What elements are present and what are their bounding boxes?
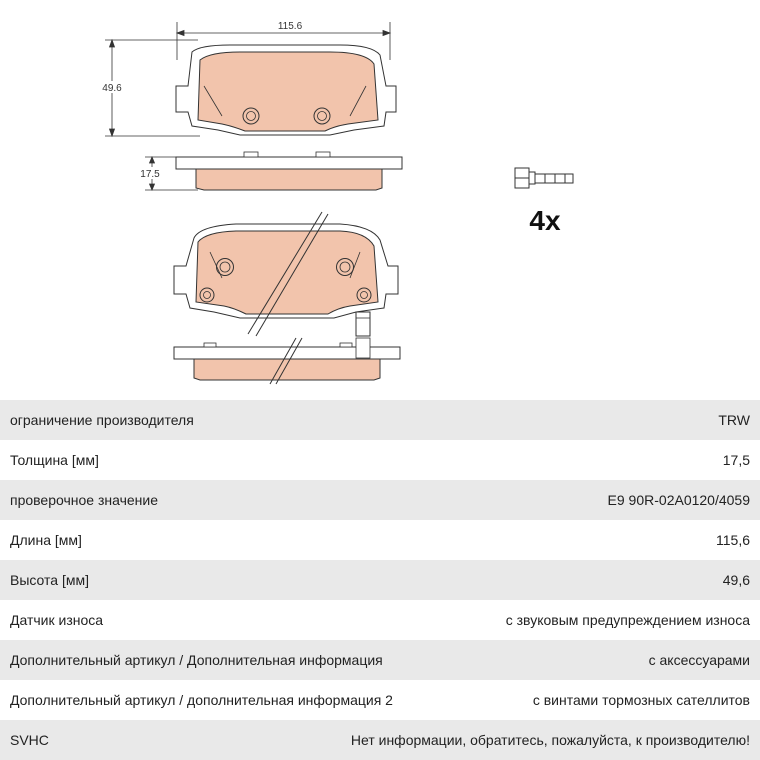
spec-value: с аксессуарами — [648, 652, 750, 668]
spec-value: Нет информации, обратитесь, пожалуйста, … — [350, 732, 750, 748]
spec-label: ограничение производителя — [10, 412, 194, 428]
brake-pad-top-view — [175, 44, 397, 136]
spec-label: Дополнительный артикул / дополнительная … — [10, 692, 393, 708]
spec-value: 115,6 — [716, 532, 750, 548]
dim-height-label: 49.6 — [102, 83, 122, 94]
spec-row-thickness: Толщина [мм] 17,5 — [0, 440, 760, 480]
spec-value: E9 90R-02A0120/4059 — [607, 492, 750, 508]
spec-value: 49,6 — [722, 572, 750, 588]
width-dimension — [175, 22, 392, 60]
dim-thickness-label: 17.5 — [140, 169, 160, 180]
bolt-icon — [514, 167, 574, 189]
spec-row-height: Высота [мм] 49,6 — [0, 560, 760, 600]
spec-value: с винтами тормозных сателлитов — [532, 692, 750, 708]
spec-value: TRW — [718, 412, 750, 428]
technical-drawing: 115.6 49.6 — [102, 21, 574, 385]
brake-pad-inner-top-view — [173, 211, 399, 337]
dim-width-label: 115.6 — [278, 21, 303, 32]
spec-row-manufacturer: ограничение производителя TRW — [0, 400, 760, 440]
spec-row-svhc: SVHC Нет информации, обратитесь, пожалуй… — [0, 720, 760, 760]
spec-row-wear-sensor: Датчик износа с звуковым предупреждением… — [0, 600, 760, 640]
brake-pad-side-view — [175, 151, 403, 191]
spec-label: Датчик износа — [10, 612, 104, 628]
quantity-label: 4x — [529, 205, 561, 236]
spec-label: Высота [мм] — [10, 572, 89, 588]
spec-value: с звуковым предупреждением износа — [505, 612, 750, 628]
spec-label: Толщина [мм] — [10, 452, 99, 468]
thickness-dimension — [145, 155, 198, 192]
spec-label: Дополнительный артикул / Дополнительная … — [10, 652, 383, 668]
spec-label: проверочное значение — [10, 492, 159, 508]
spec-value: 17,5 — [722, 452, 750, 468]
spec-row-test-value: проверочное значение E9 90R-02A0120/4059 — [0, 480, 760, 520]
spec-label: SVHC — [10, 732, 49, 748]
spec-label: Длина [мм] — [10, 532, 82, 548]
spec-table: ограничение производителя TRW Толщина [м… — [0, 400, 760, 760]
brake-pad-inner-side-view — [173, 337, 401, 385]
spec-row-additional-info: Дополнительный артикул / Дополнительная … — [0, 640, 760, 680]
spec-row-additional-info-2: Дополнительный артикул / дополнительная … — [0, 680, 760, 720]
spec-row-length: Длина [мм] 115,6 — [0, 520, 760, 560]
